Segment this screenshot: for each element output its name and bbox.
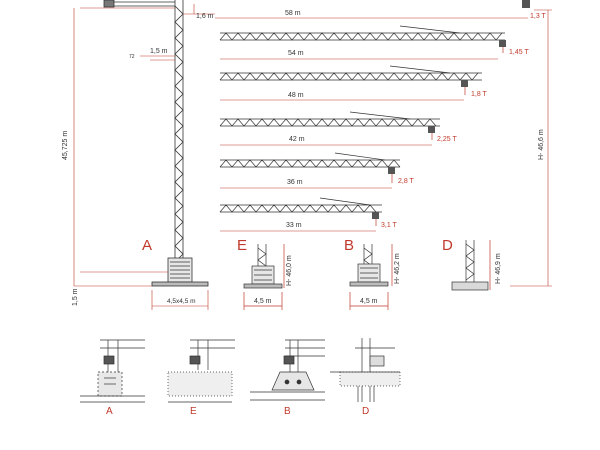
jib-load-label: 2,25 T — [437, 136, 457, 143]
jib-length-label: 54 m — [288, 50, 304, 57]
detail-label-D: D — [362, 406, 369, 417]
right-height-label: H- 46,6 m — [538, 129, 545, 160]
base-variant-D — [451, 240, 491, 291]
detail-E — [167, 339, 235, 403]
detail-label-A: A — [106, 406, 113, 417]
jib-length-label: 36 m — [287, 179, 303, 186]
detail-A — [80, 339, 145, 403]
jib-58: 58 m 1,3 T — [215, 0, 547, 20]
detail-B — [250, 339, 325, 401]
variant-height-B: H- 46,2 m — [394, 253, 401, 284]
jib-42 — [219, 111, 440, 146]
mast-base — [151, 257, 209, 287]
jib-load-label: 2,8 T — [398, 178, 415, 185]
detail-label-B: B — [284, 406, 291, 417]
jib-36 — [219, 152, 401, 189]
detail-label-E: E — [190, 406, 197, 417]
base-variant-B — [349, 244, 393, 310]
jib-length-label: 48 m — [288, 92, 304, 99]
jib-48 — [219, 65, 482, 101]
variant-height-D: H- 46,9 m — [495, 253, 502, 284]
jib-length-label: 42 m — [289, 136, 305, 143]
mid-small-label: 72 — [129, 54, 135, 60]
base-variant-E — [243, 244, 285, 310]
variant-height-E: H- 46,0 m — [286, 255, 293, 286]
detail-D — [330, 338, 401, 402]
jib-stub — [103, 0, 175, 8]
jib-54 — [219, 25, 506, 60]
jib-load-label: 3,1 T — [381, 222, 398, 229]
jib-length-label: 33 m — [286, 222, 302, 229]
variant-label-B: B — [344, 237, 354, 254]
foot-width-label: 4,5x4,5 m — [167, 298, 196, 305]
variant-width-E: 4,5 m — [254, 298, 272, 305]
jib-33 — [219, 197, 382, 232]
variant-label-D: D — [442, 237, 453, 254]
top-offset-label: 1,6 m — [196, 13, 214, 20]
jib-load-label: 1,8 T — [471, 91, 488, 98]
variant-label-E: E — [237, 237, 247, 254]
base-height-label: 1,5 m — [72, 288, 79, 306]
jib-load-label: 1,45 T — [509, 49, 529, 56]
mast-height-label: 45,725 m — [62, 131, 69, 160]
jib-length-label: 58 m — [285, 10, 301, 17]
variant-label-A: A — [142, 237, 152, 254]
mid-label: 1,5 m — [150, 48, 168, 55]
right-dimension — [510, 9, 552, 287]
jib-load-label: 1,3 T — [530, 13, 547, 20]
variant-width-B: 4,5 m — [360, 298, 378, 305]
crane-mast — [174, 0, 184, 263]
left-dimensions — [73, 4, 215, 310]
